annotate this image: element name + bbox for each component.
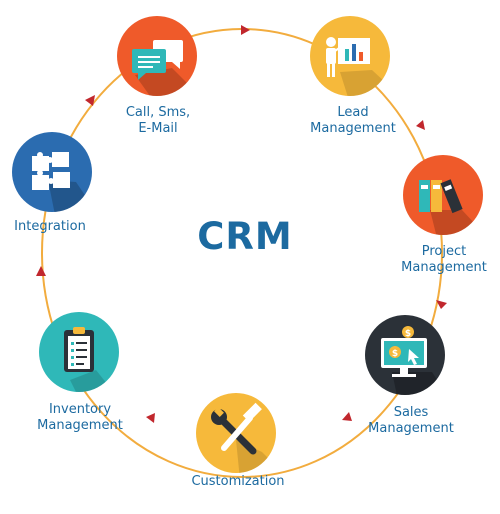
binders-icon — [419, 179, 463, 214]
label-line: Customization — [191, 474, 285, 489]
label-line: Sales — [393, 405, 429, 420]
label-lead-management: Lead Management — [300, 105, 406, 137]
label-line: Lead — [337, 105, 369, 120]
label-integration: Integration — [2, 219, 98, 235]
node-lead-management — [310, 16, 390, 96]
arrow-integration-to-call — [85, 95, 95, 106]
node-integration — [12, 132, 92, 212]
label-line: Management — [368, 421, 454, 436]
chat-bubbles-icon — [132, 40, 183, 80]
svg-text:$: $ — [405, 329, 411, 339]
arrow-project-to-sales — [436, 300, 447, 309]
node-project-management — [403, 155, 483, 235]
label-line: Management — [37, 418, 123, 433]
label-customization: Customization — [178, 474, 298, 490]
label-inventory-management: Inventory Management — [27, 402, 133, 434]
svg-text:$: $ — [392, 349, 398, 359]
node-inventory-management — [39, 312, 119, 392]
label-line: Project — [421, 244, 467, 259]
arrow-customization-to-inventory — [146, 413, 155, 423]
clipboard-checklist-icon — [64, 327, 94, 372]
node-call-sms-email — [117, 16, 197, 96]
arrow-call-to-lead — [241, 25, 250, 35]
node-customization — [196, 393, 276, 473]
arrow-sales-to-customization — [342, 412, 352, 421]
label-line: Integration — [14, 219, 86, 234]
arrow-lead-to-project — [416, 120, 425, 130]
label-line: Management — [310, 121, 396, 136]
label-line: Inventory — [48, 402, 112, 417]
label-line: Call, Sms, — [125, 105, 191, 120]
center-title: CRM — [197, 215, 293, 258]
cycle-arrows — [36, 25, 447, 423]
node-sales-management: $ $ — [365, 315, 445, 395]
label-line: E-Mail — [138, 121, 178, 136]
wrench-hammer-icon — [211, 402, 262, 455]
label-project-management: Project Management — [394, 244, 494, 276]
puzzle-pieces-icon — [32, 152, 70, 190]
label-call-sms-email: Call, Sms, E-Mail — [105, 105, 211, 137]
label-sales-management: Sales Management — [358, 405, 464, 437]
arrow-inventory-to-integration — [36, 266, 46, 276]
monitor-dollar-icon: $ $ — [381, 326, 427, 377]
label-line: Management — [401, 260, 487, 275]
presenter-chart-icon — [326, 37, 370, 77]
